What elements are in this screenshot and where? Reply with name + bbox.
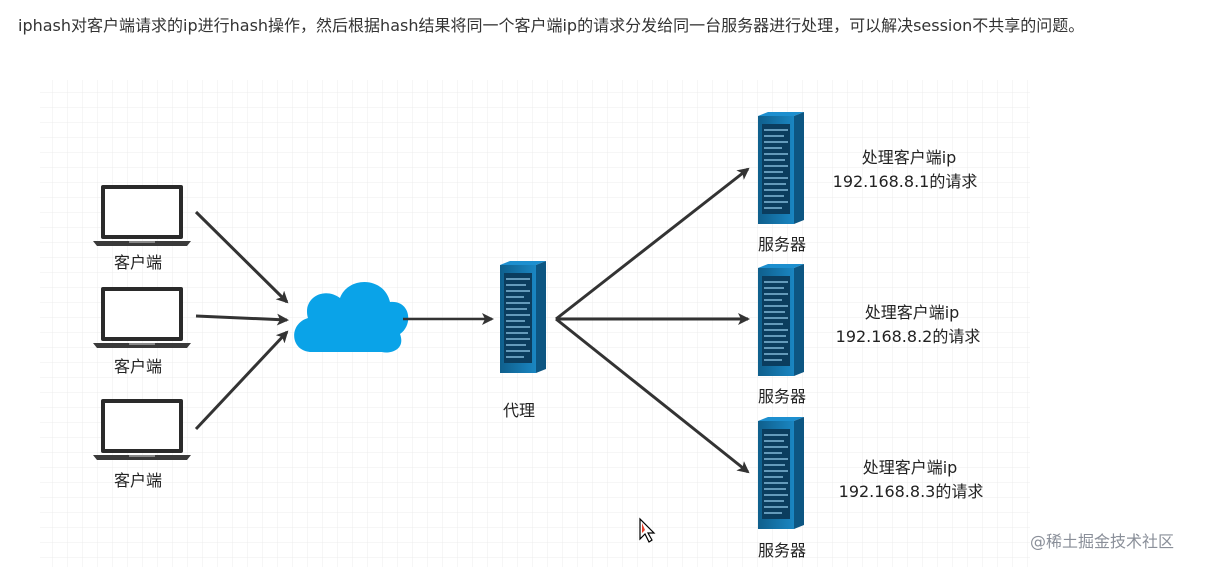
server-2: 服务器 处理客户端ip 192.168.8.2的请求	[757, 263, 981, 406]
arrow-proxy-server3	[555, 317, 750, 474]
proxy-label: 代理	[503, 401, 535, 420]
server-3: 服务器 处理客户端ip 192.168.8.3的请求	[757, 416, 984, 560]
client-3: 客户端	[93, 399, 191, 490]
server-rack-icon	[757, 111, 805, 225]
client-1: 客户端	[93, 185, 191, 272]
mouse-cursor-icon	[639, 517, 656, 543]
diagram-canvas: 客户端 客户端 客户端 代理 服务器	[40, 80, 1030, 567]
laptop-icon	[93, 287, 191, 348]
server-rack-icon	[499, 260, 547, 374]
server-label: 服务器	[758, 235, 806, 254]
client-label: 客户端	[114, 253, 162, 272]
server-note-line2: 192.168.8.1的请求	[833, 172, 978, 191]
arrow-client1-cloud	[194, 210, 289, 304]
proxy-node: 代理	[499, 260, 547, 420]
arrow-client3-cloud	[194, 330, 289, 431]
server-note-line1: 处理客户端ip	[862, 148, 957, 167]
client-label: 客户端	[114, 471, 162, 490]
arrow-client2-cloud	[195, 313, 289, 326]
server-rack-icon	[757, 416, 805, 530]
arrow-proxy-server1	[555, 167, 750, 321]
laptop-icon	[93, 185, 191, 246]
client-label: 客户端	[114, 357, 162, 376]
diagram: 客户端 客户端 客户端 代理 服务器	[22, 62, 1042, 567]
intro-text: iphash对客户端请求的ip进行hash操作，然后根据hash结果将同一个客户…	[18, 16, 1085, 35]
server-note-line1: 处理客户端ip	[863, 458, 958, 477]
laptop-icon	[93, 399, 191, 460]
client-2: 客户端	[93, 287, 191, 376]
server-note-line1: 处理客户端ip	[865, 303, 960, 322]
server-label: 服务器	[758, 541, 806, 560]
server-note-line2: 192.168.8.3的请求	[839, 482, 984, 501]
server-label: 服务器	[758, 387, 806, 406]
server-1: 服务器 处理客户端ip 192.168.8.1的请求	[757, 111, 978, 254]
cloud-icon	[294, 281, 409, 353]
server-note-line2: 192.168.8.2的请求	[836, 327, 981, 346]
server-rack-icon	[757, 263, 805, 377]
watermark: @稀土掘金技术社区	[1030, 532, 1175, 551]
